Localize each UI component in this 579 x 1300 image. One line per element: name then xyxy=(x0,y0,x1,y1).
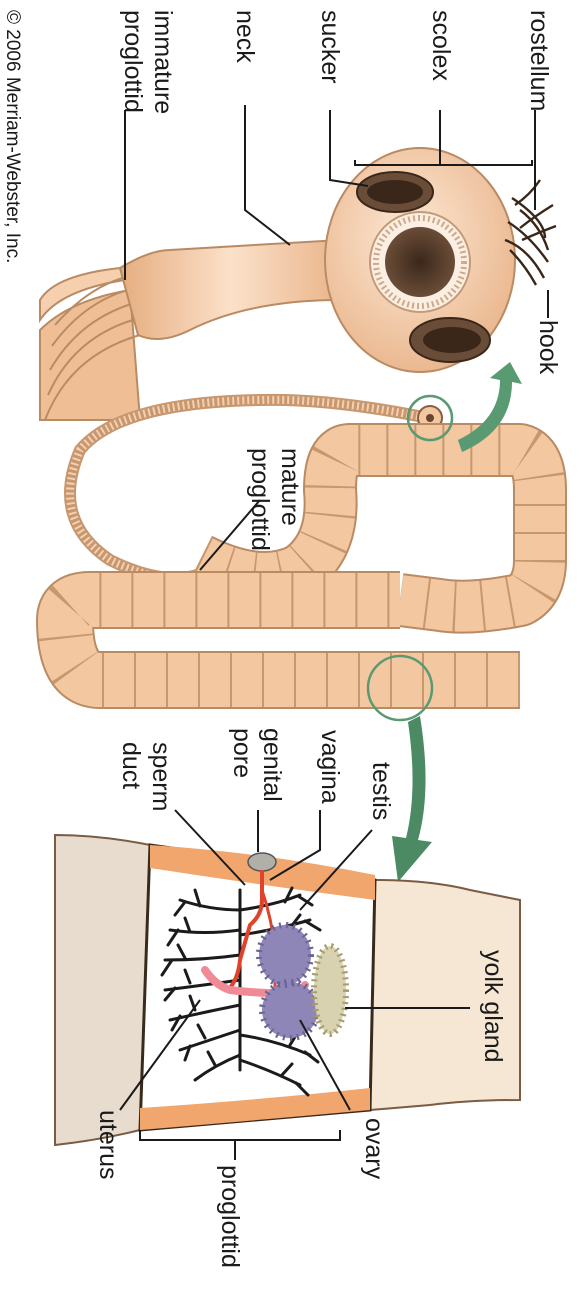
label-genital-pore-2: pore xyxy=(228,728,256,778)
label-sucker: sucker xyxy=(316,10,344,84)
label-yolk-gland: yolk gland xyxy=(479,950,507,1063)
side-sucker-bottom xyxy=(410,318,490,362)
label-immature-proglottid-2: proglottid xyxy=(119,10,147,113)
label-mature-proglottid-1: mature xyxy=(276,448,304,526)
label-immature-proglottid-1: immature xyxy=(149,10,177,114)
scolex-illustration xyxy=(40,148,556,420)
label-proglottid: proglottid xyxy=(216,1165,244,1268)
strobila-illustration xyxy=(65,362,540,882)
immature-proglottid-segments xyxy=(40,268,140,420)
neck-shape xyxy=(120,240,343,339)
copyright-notice: © 2006 Merriam-Webster, Inc. xyxy=(2,10,23,263)
proglottid-detail xyxy=(55,835,520,1145)
label-neck: neck xyxy=(231,10,259,63)
label-vagina: vagina xyxy=(316,730,344,804)
label-sperm-duct-1: sperm xyxy=(147,742,175,811)
front-sucker xyxy=(370,212,470,312)
arrow-to-proglottid-icon xyxy=(392,716,432,882)
label-genital-pore-1: genital xyxy=(258,728,286,802)
label-mature-proglottid-2: proglottid xyxy=(246,448,274,551)
label-testis: testis xyxy=(367,762,395,820)
label-uterus: uterus xyxy=(94,1110,122,1179)
genital-pore-shape xyxy=(248,853,276,871)
yolk-gland-shape xyxy=(314,946,346,1034)
side-sucker-top xyxy=(357,172,433,212)
label-ovary: ovary xyxy=(360,1118,388,1180)
label-sperm-duct-2: duct xyxy=(117,742,145,789)
label-hook: hook xyxy=(534,320,562,375)
label-rostellum: rostellum xyxy=(525,10,553,111)
label-scolex: scolex xyxy=(427,10,455,81)
